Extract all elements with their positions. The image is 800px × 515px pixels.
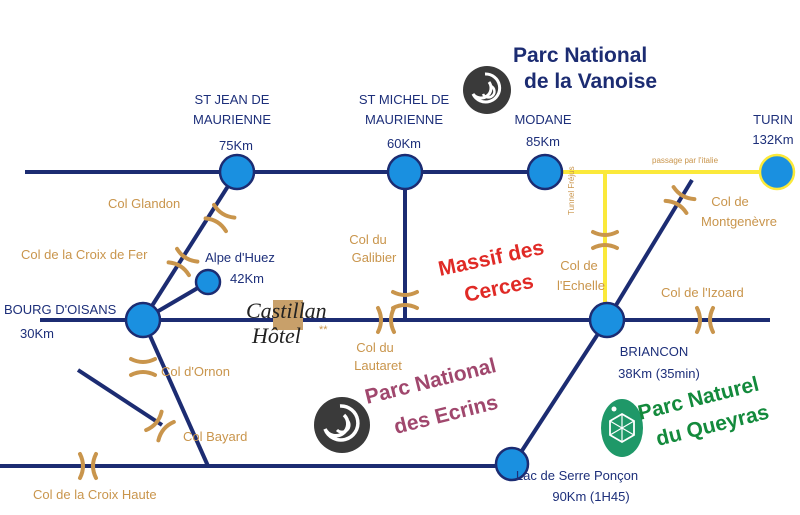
pass-mark-echelle: [591, 230, 619, 250]
road-sw-branch: [76, 368, 164, 427]
node-turin[interactable]: [758, 153, 796, 191]
pass-bayard-label: Col Bayard: [183, 429, 247, 444]
pass-echelle-label-1: Col de: [560, 258, 598, 273]
frejus-tunnel-label: Tunnel Fréjus: [567, 166, 576, 215]
pass-lautaret-label-2: Lautaret: [354, 358, 402, 373]
pass-mark-croix-de-fer: [166, 246, 200, 278]
bourg-doisans-distance: 30Km: [20, 326, 54, 341]
pass-mark-izoard: [695, 306, 715, 334]
pass-mark-ornon: [129, 357, 157, 377]
briancon-distance: 38Km (35min): [618, 366, 700, 381]
pass-echelle-label-2: l'Echelle: [557, 278, 605, 293]
bourg-doisans-label: BOURG D'OISANS: [4, 302, 117, 317]
pass-montgenevre-label-1: Col de: [711, 194, 749, 209]
ecrins-swirl-icon: [314, 397, 370, 453]
road-bourg-stjean: [141, 170, 239, 322]
hotel-name: Castillan: [246, 298, 327, 323]
briancon-label: BRIANCON: [620, 344, 689, 359]
st-michel-distance: 60Km: [387, 136, 421, 151]
pass-mark-lautaret: [376, 306, 396, 334]
pass-mark-glandon: [203, 202, 237, 234]
road-briancon-serre: [510, 318, 609, 468]
hotel-marker: [273, 300, 303, 330]
pass-montgenevre-label-2: Montgenèvre: [701, 214, 777, 229]
node-serre-poncon[interactable]: [494, 446, 530, 482]
pass-mark-bayard: [144, 409, 176, 443]
alpe-dhuez-distance: 42Km: [230, 271, 264, 286]
st-michel-label-2: MAURIENNE: [365, 112, 443, 127]
st-jean-label-2: MAURIENNE: [193, 112, 271, 127]
node-alpe-dhuez[interactable]: [194, 268, 222, 296]
serre-poncon-distance: 90Km (1H45): [552, 489, 629, 504]
pass-croix-haute-label: Col de la Croix Haute: [33, 487, 157, 502]
serre-poncon-label: Lac de Serre Ponçon: [516, 468, 638, 483]
node-st-michel[interactable]: [386, 153, 424, 191]
pass-glandon-label: Col Glandon: [108, 196, 180, 211]
node-st-jean[interactable]: [218, 153, 256, 191]
italy-passage-label: passage par l'italie: [652, 156, 719, 165]
vanoise-label-1: Parc National: [513, 44, 647, 67]
pass-galibier-label-2: Galibier: [352, 250, 397, 265]
road-bourg-bayard: [141, 319, 210, 467]
town-labels: ST JEAN DE MAURIENNE 75Km ST MICHEL DE M…: [4, 92, 794, 504]
turin-distance: 132Km: [752, 132, 793, 147]
italy-route: [548, 170, 776, 310]
node-briancon[interactable]: [588, 301, 626, 339]
road-network: [0, 170, 770, 468]
pass-ornon-label: Col d'Ornon: [161, 364, 230, 379]
pass-markers: [78, 185, 715, 480]
node-bourg-doisans[interactable]: [124, 301, 162, 339]
alpe-dhuez-label: Alpe d'Huez: [205, 250, 275, 265]
modane-label: MODANE: [514, 112, 571, 127]
queyras-logo-icon: [601, 399, 643, 457]
pass-lautaret-label-1: Col du: [356, 340, 394, 355]
town-nodes: [124, 153, 796, 482]
st-jean-label-1: ST JEAN DE: [195, 92, 270, 107]
pass-mark-croix-haute: [78, 452, 98, 480]
modane-distance: 85Km: [526, 134, 560, 149]
pass-galibier-label-1: Col du: [349, 232, 387, 247]
hotel-stars: **: [319, 324, 328, 336]
cerces-label-2: Cerces: [462, 270, 535, 307]
pass-izoard-label: Col de l'Izoard: [661, 285, 744, 300]
st-michel-label-1: ST MICHEL DE: [359, 92, 450, 107]
pass-labels: Col Glandon Col de la Croix de Fer Col d…: [21, 194, 777, 502]
hotel-type: Hôtel: [251, 323, 301, 348]
st-jean-distance: 75Km: [219, 138, 253, 153]
vanoise-label-2: de la Vanoise: [524, 70, 657, 93]
pass-mark-montgenevre: [663, 185, 697, 215]
pass-croix-de-fer-label: Col de la Croix de Fer: [21, 247, 148, 262]
vanoise-swirl-icon: [463, 66, 511, 114]
node-modane[interactable]: [526, 153, 564, 191]
hotel-logo[interactable]: Castillan Hôtel **: [246, 298, 328, 348]
turin-label: TURIN: [753, 112, 793, 127]
